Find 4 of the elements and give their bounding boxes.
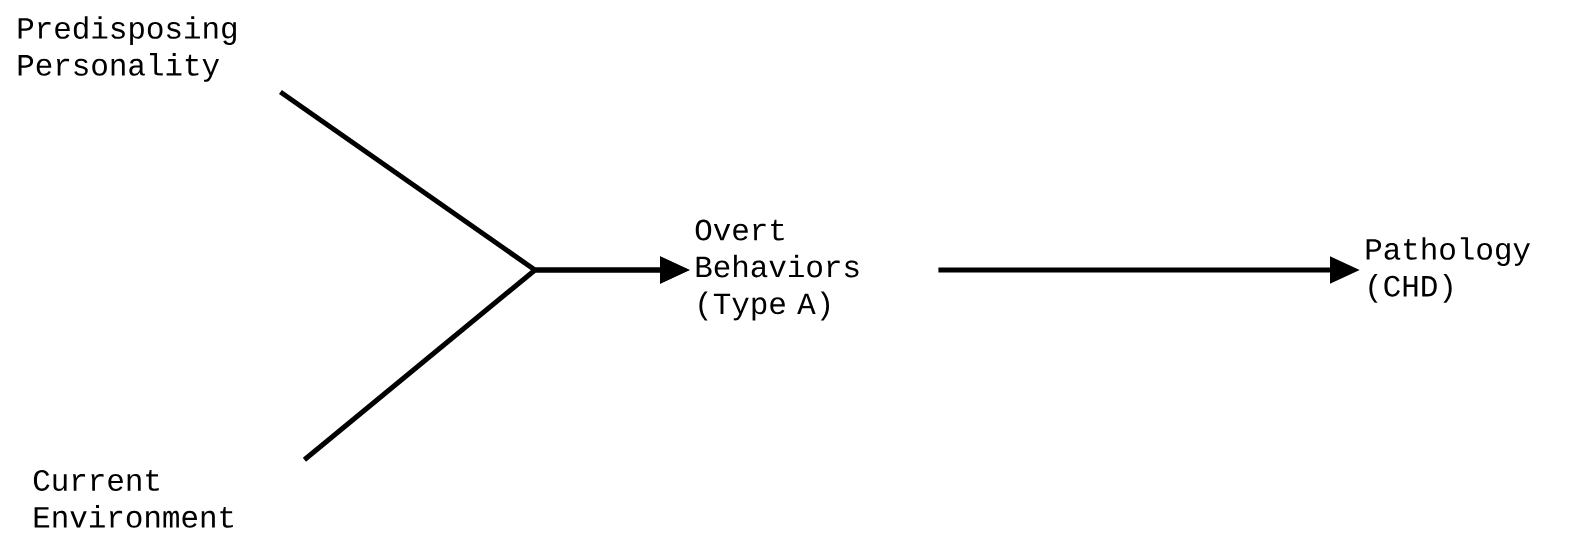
text-label: Current Environment <box>33 469 233 528</box>
text-label: Pathology (CHD) <box>1366 237 1530 303</box>
text-label: Overt Behaviors (Type A) <box>695 219 859 321</box>
text-label: Predisposing Personality <box>18 16 236 82</box>
